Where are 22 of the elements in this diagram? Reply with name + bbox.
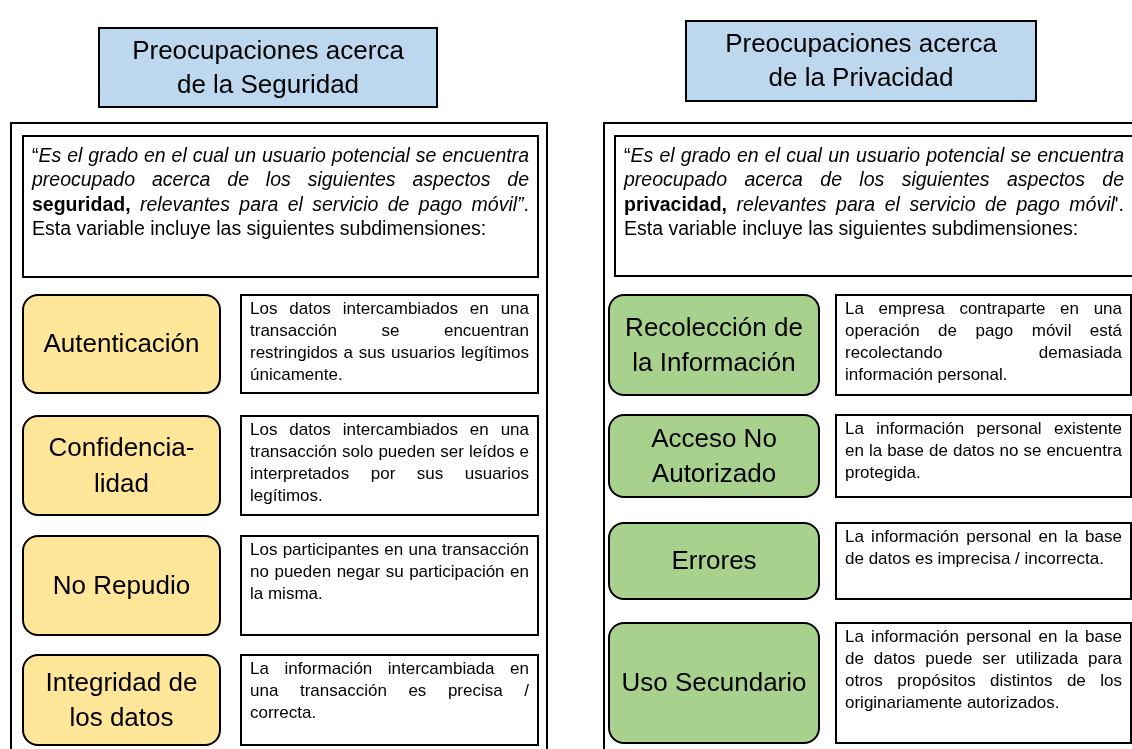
panel-frame <box>10 122 548 749</box>
dimension-box: Recolección de la Información <box>608 294 820 396</box>
panel-frame <box>603 122 1132 749</box>
dimension-box: Acceso No Autorizado <box>608 414 820 498</box>
definition-box: “Es el grado en el cual un usuario potencial se encuentra preocupado acerca de los siguientes aspectos de privacidad, relevantes para el servicio de pago móvil'. Esta variable incluye las siguientes subdimensiones: <box>614 135 1132 277</box>
description-box: La información personal existente en la base de datos no se encuentra protegida. <box>835 414 1132 498</box>
description-box: Los datos intercambiados en una transacción se encuentran restringidos a sus usuarios legítimos únicamente. <box>240 294 539 394</box>
heading-box: Preocupaciones acerca de la Seguridad <box>98 27 438 108</box>
heading-box: Preocupaciones acerca de la Privacidad <box>685 20 1037 102</box>
dimension-box: Confidencia- lidad <box>22 415 221 516</box>
dimension-box: Autenticación <box>22 294 221 394</box>
description-box: La información intercambiada en una transacción es precisa / correcta. <box>240 654 539 746</box>
description-box: Los datos intercambiados en una transacción solo pueden ser leídos e interpretados por sus usuarios legítimos. <box>240 415 539 516</box>
description-box: Los participantes en una transacción no pueden negar su participación en la misma. <box>240 535 539 636</box>
dimension-box: Uso Secundario <box>608 622 820 744</box>
description-box: La información personal en la base de datos es imprecisa / incorrecta. <box>835 522 1132 600</box>
description-box: La información personal en la base de datos puede ser utilizada para otros propósitos distintos de los originariamente autorizados. <box>835 622 1132 744</box>
dimension-box: Errores <box>608 522 820 600</box>
dimension-box: Integridad de los datos <box>22 654 221 746</box>
definition-box: “Es el grado en el cual un usuario potencial se encuentra preocupado acerca de los siguientes aspectos de seguridad, relevantes para el servicio de pago móvil”. Esta variable incluye las siguientes subdimensiones: <box>22 135 539 278</box>
dimension-box: No Repudio <box>22 535 221 636</box>
description-box: La empresa contraparte en una operación de pago móvil está recolectando demasiada información personal. <box>835 294 1132 396</box>
